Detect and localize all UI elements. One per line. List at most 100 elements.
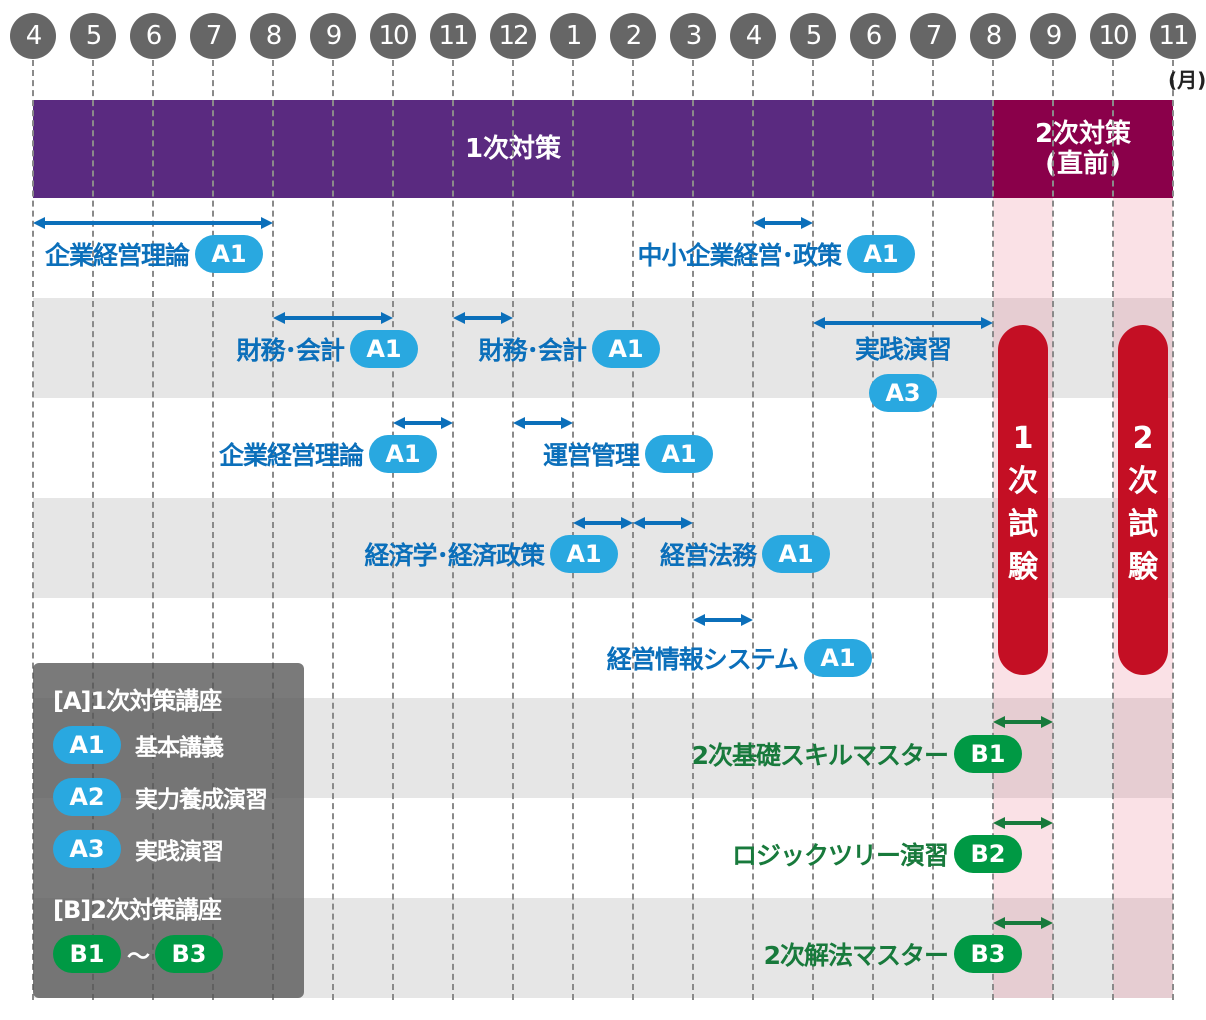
month-gridline (32, 60, 34, 1000)
month-marker: 1 (550, 13, 596, 59)
month-gridline (752, 60, 754, 1000)
month-marker: 11 (1150, 13, 1196, 59)
period-arrow (993, 917, 1053, 929)
exam-char: 次 (1128, 464, 1158, 499)
month-gridline (152, 60, 154, 1000)
month-gridline (332, 60, 334, 1000)
period-arrow (753, 217, 813, 229)
period-arrow (273, 312, 393, 324)
month-marker: 9 (310, 13, 356, 59)
course-name: 企業経営理論 (218, 441, 364, 470)
phase-2-bar: 2次対策(直前) (993, 100, 1173, 198)
course-name: 運営管理 (542, 441, 640, 470)
period-arrow (813, 317, 993, 329)
period-arrow (393, 417, 453, 429)
month-marker: 7 (910, 13, 956, 59)
month-gridline (932, 60, 934, 1000)
month-marker: 6 (130, 13, 176, 59)
month-marker: 10 (370, 13, 416, 59)
phase-2-label: 2次対策 (1034, 119, 1132, 149)
month-marker: 10 (1090, 13, 1136, 59)
legend-badge: A3 (53, 830, 121, 868)
legend-b-title: [B]2次対策講座 (53, 896, 222, 924)
legend-badge: B3 (155, 935, 223, 973)
month-gridline (1112, 60, 1114, 1000)
month-marker: 5 (790, 13, 836, 59)
month-gridline (1172, 60, 1174, 1000)
exam-char: 試 (1008, 507, 1038, 542)
course-badge: A1 (350, 330, 418, 368)
month-gridline (1052, 60, 1054, 1000)
course-label: 実践演習 A3 (836, 330, 970, 412)
course-name: 経済学･経済政策 (364, 541, 545, 570)
course-badge: A1 (762, 535, 830, 573)
legend-item: B1～B3 (53, 935, 304, 973)
legend-label: 実力養成演習 (135, 787, 268, 813)
month-marker: 7 (190, 13, 236, 59)
month-gridline (92, 60, 94, 1000)
month-gridline (872, 60, 874, 1000)
period-arrow (453, 312, 513, 324)
month-marker: 9 (1030, 13, 1076, 59)
month-marker: 6 (850, 13, 896, 59)
course-badge: A1 (195, 235, 263, 273)
course-badge: B3 (954, 935, 1022, 973)
month-gridline (572, 60, 574, 1000)
course-name: 経営情報システム (606, 645, 799, 674)
course-badge: A1 (847, 235, 915, 273)
period-arrow (993, 817, 1053, 829)
period-arrow (993, 716, 1053, 728)
course-name: ロジックツリー演習 (731, 841, 949, 870)
month-gridline (812, 60, 814, 1000)
course-badge: A1 (550, 535, 618, 573)
course-name: 2次基礎スキルマスター (691, 741, 949, 770)
course-badge: A3 (869, 374, 937, 412)
month-marker: 3 (670, 13, 716, 59)
month-marker: 8 (250, 13, 296, 59)
legend-badge: B1 (53, 935, 121, 973)
course-name: 実践演習 (854, 335, 952, 364)
legend-label: 実践演習 (135, 839, 224, 865)
month-gridline (992, 60, 994, 1000)
exam-char: 試 (1128, 507, 1158, 542)
course-name: 財務･会計 (478, 336, 587, 365)
legend-tilde: ～ (127, 944, 150, 970)
legend-badge: A1 (53, 726, 121, 764)
course-badge: A1 (592, 330, 660, 368)
month-unit: (月) (1168, 68, 1206, 92)
exam-char: 次 (1008, 464, 1038, 499)
month-marker: 8 (970, 13, 1016, 59)
period-arrow (33, 217, 273, 229)
month-gridline (452, 60, 454, 1000)
legend-a-title: [A]1次対策講座 (53, 687, 222, 715)
month-marker: 4 (730, 13, 776, 59)
period-arrow (573, 517, 633, 529)
period-arrow (693, 614, 753, 626)
course-name: 企業経営理論 (44, 241, 190, 270)
month-marker: 11 (430, 13, 476, 59)
month-gridline (212, 60, 214, 1000)
legend-badge: A2 (53, 778, 121, 816)
month-marker: 12 (490, 13, 536, 59)
course-name: 経営法務 (659, 541, 757, 570)
period-arrow (513, 417, 573, 429)
legend-label: 基本講義 (135, 735, 224, 761)
course-badge: A1 (804, 639, 872, 677)
course-badge: A1 (645, 435, 713, 473)
course-name: 財務･会計 (236, 336, 345, 365)
course-badge: B2 (954, 835, 1022, 873)
month-gridline (272, 60, 274, 1000)
month-gridline (632, 60, 634, 1000)
month-gridline (392, 60, 394, 1000)
